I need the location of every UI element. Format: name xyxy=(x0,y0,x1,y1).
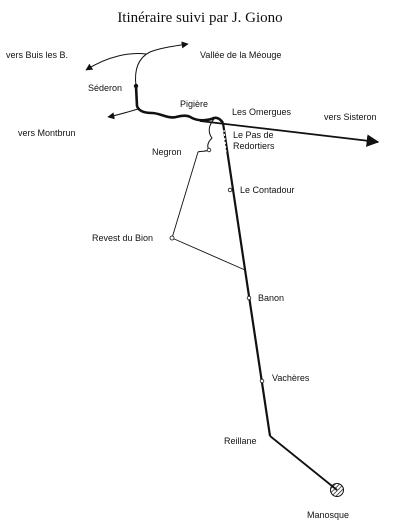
road-negron-revest xyxy=(171,151,199,239)
road-to-meouge xyxy=(135,41,189,87)
marker-sederon xyxy=(133,83,139,89)
label-reillane: Reillane xyxy=(224,436,257,446)
marker-vacheres xyxy=(259,378,265,384)
marker-revest xyxy=(169,235,175,241)
label-vers-sisteron: vers Sisteron xyxy=(324,112,377,122)
label-le-contadour: Le Contadour xyxy=(240,185,295,195)
marker-contadour xyxy=(227,187,233,193)
road-to-buis xyxy=(85,53,147,71)
label-vers-montbrun: vers Montbrun xyxy=(18,128,76,138)
route-reillane-manosque xyxy=(269,435,338,491)
label-le-pas-de: Le Pas de xyxy=(233,130,274,140)
road-revest-junction xyxy=(171,237,246,271)
label-manosque: Manosque xyxy=(307,510,349,520)
label-redortiers: Redortiers xyxy=(233,141,275,151)
label-negron: Negron xyxy=(152,147,182,157)
label-revest-du-bion: Revest du Bion xyxy=(92,233,153,243)
marker-negron xyxy=(206,147,212,153)
road-negron xyxy=(197,118,215,153)
label-vers-buis: vers Buis les B. xyxy=(6,50,68,60)
marker-banon xyxy=(246,295,252,301)
map-title: Itinéraire suivi par J. Giono xyxy=(117,10,282,26)
label-vacheres: Vachères xyxy=(272,373,310,383)
road-to-sisteron xyxy=(199,120,380,147)
label-sederon: Séderon xyxy=(88,83,122,93)
label-vallee-meouge: Vallée de la Méouge xyxy=(200,50,281,60)
route-sederon-omergues xyxy=(134,85,225,124)
label-banon: Banon xyxy=(258,293,284,303)
road-to-montbrun xyxy=(107,108,139,120)
label-pigiere: Pigière xyxy=(180,99,208,109)
marker-manosque xyxy=(330,483,344,497)
label-les-omergues: Les Omergues xyxy=(232,107,292,117)
route-redortiers-reillane xyxy=(221,122,272,437)
